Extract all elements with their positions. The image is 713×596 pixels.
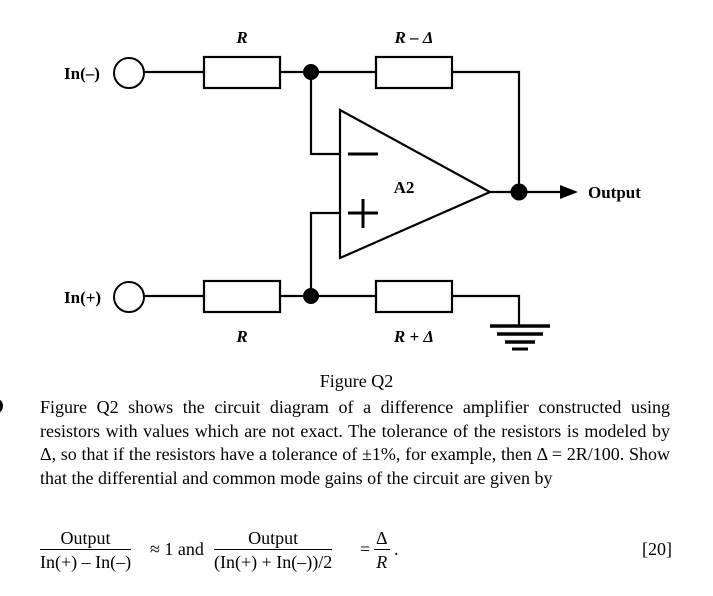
junction-node-top xyxy=(303,64,319,80)
gain-equations: Output In(+) – In(–) ≈ 1 and Output (In(… xyxy=(40,528,672,578)
label-r-in-minus: R xyxy=(235,28,247,47)
resistor-r-in-plus xyxy=(202,279,282,314)
label-r-ground: R + Δ xyxy=(393,327,434,346)
approx-and-text: ≈ 1 and xyxy=(150,539,204,559)
input-terminal-in-plus[interactable] xyxy=(113,281,145,313)
wire-to-ground xyxy=(452,294,521,326)
circuit-diagram: In(–) In(+) R R – Δ R R + Δ A2 Output xyxy=(64,28,641,351)
common-mode-gain-denominator: (In(+) + In(–))/2 xyxy=(214,552,333,572)
differential-gain-fraction: Output In(+) – In(–) xyxy=(40,528,132,573)
wire-feedback-return xyxy=(452,70,521,192)
label-output: Output xyxy=(588,183,641,202)
junction-node-bottom xyxy=(303,288,319,304)
list-bullet-marker xyxy=(0,398,3,414)
differential-gain-numerator: Output xyxy=(40,528,132,550)
equation-period: . xyxy=(394,539,399,559)
junction-node-output xyxy=(510,183,528,201)
label-in-minus: In(–) xyxy=(64,64,100,83)
label-opamp: A2 xyxy=(394,178,415,197)
equals-sign: = xyxy=(360,539,371,559)
label-r-feedback: R – Δ xyxy=(394,28,434,47)
opamp-triangle xyxy=(338,108,493,260)
output-arrow-icon xyxy=(560,185,578,199)
delta-over-r-fraction: Δ R xyxy=(374,528,390,573)
wire-noninverting-input xyxy=(309,211,340,296)
question-paragraph: Figure Q2 shows the circuit diagram of a… xyxy=(40,397,670,488)
delta-over-r-denominator: R xyxy=(376,552,388,572)
ground-icon xyxy=(490,324,550,351)
common-mode-gain-fraction: Output (In(+) + In(–))/2 xyxy=(214,528,333,573)
input-terminal-in-minus[interactable] xyxy=(113,57,145,89)
resistor-r-ground xyxy=(374,279,454,314)
delta-over-r-numerator: Δ xyxy=(374,528,390,550)
label-in-plus: In(+) xyxy=(64,288,101,307)
differential-gain-denominator: In(+) – In(–) xyxy=(40,552,132,572)
resistor-r-in-minus xyxy=(202,55,282,90)
resistor-r-feedback xyxy=(374,55,454,90)
marks-label: [20] xyxy=(642,539,672,559)
wire-inverting-input xyxy=(309,72,340,156)
common-mode-gain-numerator: Output xyxy=(214,528,333,550)
label-r-in-plus: R xyxy=(235,327,247,346)
figure-caption: Figure Q2 xyxy=(319,371,394,391)
